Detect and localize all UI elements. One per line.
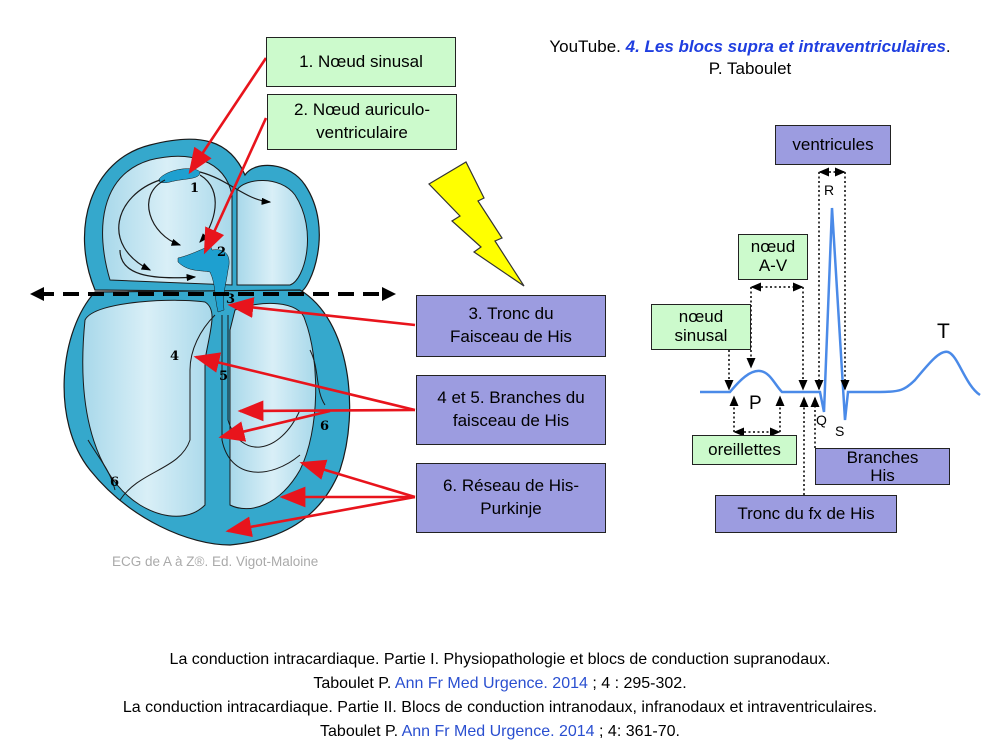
reference-1-author: Taboulet P.: [313, 675, 395, 692]
wave-label-q: Q: [816, 412, 827, 428]
ecg-box-av-node: nœud A-V: [738, 234, 808, 280]
ecg-oreillettes-text: oreillettes: [708, 439, 781, 459]
ecg-sinus-node-line1: nœud: [678, 307, 724, 327]
label-number-5: 5: [219, 369, 228, 384]
label-box-sinus-node: 1. Nœud sinusal: [266, 37, 456, 87]
reference-2: La conduction intracardiaque. Partie II.…: [0, 696, 1000, 744]
wave-label-s: S: [835, 423, 845, 439]
wave-label-p: P: [749, 393, 762, 414]
ecg-branches-line1: Branches: [846, 447, 919, 467]
reference-1-journal-link[interactable]: Ann Fr Med Urgence. 2014: [394, 675, 588, 692]
left-arrowhead-icon: [30, 287, 44, 301]
label-branches-line2: faisceau de His: [452, 411, 570, 430]
ecg-box-oreillettes: oreillettes: [692, 435, 797, 465]
label-box-his-trunk: 3. Tronc du Faisceau de His: [416, 295, 606, 357]
video-title-link[interactable]: 4. Les blocs supra et intraventriculaire…: [625, 37, 946, 56]
ecg-tronc-text: Tronc du fx de His: [737, 503, 875, 523]
reference-1: La conduction intracardiaque. Partie I. …: [0, 648, 1000, 696]
label-his-trunk-line2: Faisceau de His: [450, 327, 572, 346]
reference-1-pages: ; 4 : 295-302.: [587, 675, 687, 692]
reference-1-title: La conduction intracardiaque. Partie I. …: [169, 651, 831, 668]
ecg-box-tronc: Tronc du fx de His: [715, 495, 897, 533]
video-citation: YouTube. 4. Les blocs supra et intravent…: [500, 36, 1000, 80]
references: La conduction intracardiaque. Partie I. …: [0, 648, 1000, 744]
lightning-bolt-icon: [428, 161, 525, 287]
label-purkinje-line2: Purkinje: [480, 499, 542, 518]
source-prefix: YouTube.: [549, 37, 626, 56]
label-av-node-line2: ventriculaire: [316, 123, 408, 142]
label-number-1: 1: [190, 181, 199, 196]
interval-markers: [724, 167, 850, 495]
ecg-sinus-node-line2: sinusal: [674, 326, 728, 345]
ecg-av-node-line2: A-V: [758, 256, 788, 275]
right-arrowhead-icon: [382, 287, 396, 301]
ventricle-chamber-right: [229, 302, 317, 510]
label-branches-line1: 4 et 5. Branches du: [437, 388, 585, 408]
label-box-av-node: 2. Nœud auriculo- ventriculaire: [267, 94, 457, 150]
author: P. Taboulet: [708, 59, 792, 78]
reference-2-journal-link[interactable]: Ann Fr Med Urgence. 2014: [401, 723, 595, 740]
label-his-trunk-line1: 3. Tronc du: [468, 304, 554, 324]
atrium-chamber-right: [236, 180, 308, 286]
image-credit: ECG de A à Z®. Ed. Vigot-Maloine: [112, 554, 319, 569]
pointer-arrows: [188, 57, 416, 538]
ecg-branches-line2: His: [870, 465, 895, 485]
label-number-4: 4: [170, 349, 179, 364]
reference-2-author: Taboulet P.: [320, 723, 402, 740]
title-period: .: [945, 37, 951, 56]
label-box-bundle-branches: 4 et 5. Branches du faisceau de His: [416, 375, 606, 445]
ecg-trace: [700, 207, 981, 421]
reference-2-title: La conduction intracardiaque. Partie II.…: [122, 699, 878, 716]
label-sinus-node-text: 1. Nœud sinusal: [299, 51, 423, 71]
label-box-purkinje: 6. Réseau de His- Purkinje: [416, 463, 606, 533]
ecg-box-ventricules: ventricules: [775, 125, 891, 165]
wave-label-r: R: [824, 182, 835, 198]
ventricle-chamber-left: [82, 299, 213, 517]
ecg-ventricules-text: ventricules: [792, 134, 874, 154]
ecg-box-branches: Branches His: [815, 448, 950, 485]
label-number-2: 2: [217, 245, 226, 260]
label-number-6a: 6: [320, 419, 329, 434]
label-number-6b: 6: [110, 475, 119, 490]
wave-label-t: T: [937, 320, 950, 343]
ecg-av-node-line1: nœud: [750, 237, 796, 257]
ecg-box-sinus-node: nœud sinusal: [651, 304, 751, 350]
label-av-node-line1: 2. Nœud auriculo-: [293, 100, 431, 120]
reference-2-pages: ; 4: 361-70.: [594, 723, 680, 740]
heart-illustration: 1 2 3 4 5 6 6: [63, 138, 351, 546]
label-purkinje-line1: 6. Réseau de His-: [442, 476, 580, 496]
